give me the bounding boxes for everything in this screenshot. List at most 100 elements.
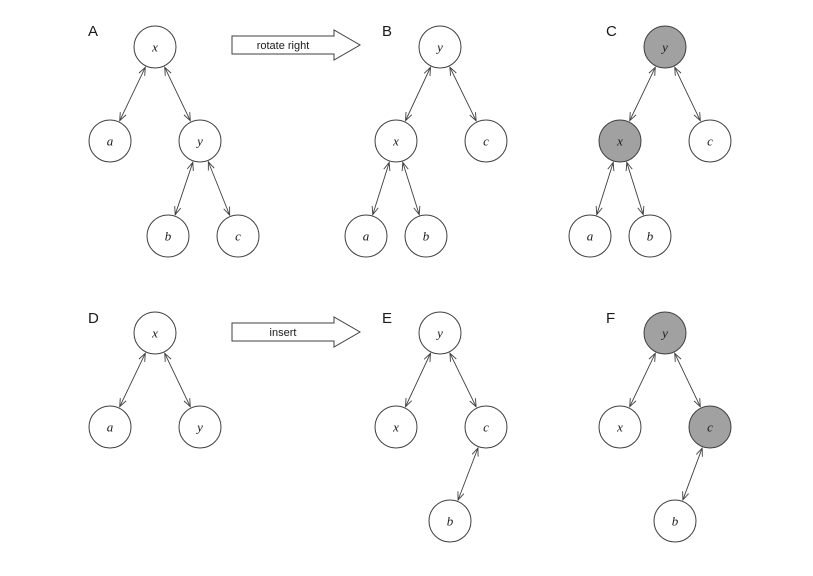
tree-node-A-c [216,214,260,258]
block-arrow-insert: insert [231,316,362,348]
arrowhead-icon [186,161,194,171]
node-label-E-x: x [392,420,399,435]
node-label-D-a: a [107,420,114,435]
arrowhead-icon [174,206,182,216]
edge-line [164,353,191,407]
tree-node-E-y [418,311,462,355]
arrowhead-icon [413,205,421,216]
arrowhead-icon [625,161,633,172]
tree-node-F-c [688,405,732,449]
tree-node-C-b [628,214,672,258]
node-label-A-b: b [165,229,172,244]
tree-node-C-a [568,214,612,258]
panel-label-D: D [88,310,99,327]
arrowhead-icon [119,398,127,408]
node-label-B-y: y [435,40,443,55]
arrowhead-icon [637,205,645,216]
edge-y-c [674,352,701,408]
arrowhead-icon [223,206,231,217]
tree-node-F-b [653,499,697,543]
right-arrow-icon [231,316,362,348]
block-arrow-label: rotate right [257,40,310,52]
edge-y-c [674,66,701,122]
arrowhead-icon [183,398,191,408]
panel-label-F: F [606,310,615,327]
edge-c-b [457,446,479,502]
edge-y-x [629,66,656,122]
tree-node-D-x [133,311,177,355]
node-label-A-x: x [151,40,158,55]
arrowhead-icon [383,161,391,172]
edge-x-a [119,66,146,122]
edge-line [629,67,656,121]
edge-y-c [449,352,477,408]
arrowhead-icon [423,352,431,363]
tree-node-F-x [598,405,642,449]
tree-node-C-x [598,119,642,163]
node-label-D-x: x [151,326,158,341]
edge-line [405,67,431,121]
edge-x-a [119,352,146,408]
node-label-E-y: y [435,326,443,341]
tree-node-A-x [133,25,177,69]
node-label-F-b: b [672,514,679,529]
node-label-B-a: a [363,229,370,244]
panel-label-E: E [382,310,392,327]
node-label-B-b: b [423,229,430,244]
arrowhead-icon [119,112,127,122]
arrowhead-icon [138,66,146,76]
edge-c-b [682,446,703,502]
arrowhead-icon [648,66,656,76]
arrowhead-icon [449,66,457,76]
node-label-F-c: c [707,420,713,435]
tree-node-A-a [88,119,132,163]
tree-node-B-c [464,119,508,163]
edge-y-x [629,352,656,408]
panel-D: Dx a y [88,310,222,449]
edge-line [405,353,431,407]
arrowhead-icon [423,66,431,77]
arrowhead-icon [405,397,413,408]
panel-label-A: A [88,23,98,40]
edge-x-a [595,161,615,216]
arrowhead-icon [696,446,703,457]
edge-line [119,67,146,121]
tree-node-A-b [146,214,190,258]
arrowhead-icon [469,112,477,122]
node-label-D-y: y [195,420,203,435]
node-label-E-b: b [447,514,454,529]
tree-node-C-y [643,25,687,69]
edge-line [629,353,656,407]
arrowhead-icon [629,112,637,122]
node-label-C-x: x [616,134,623,149]
edge-line [457,447,479,501]
arrowhead-icon [595,205,603,216]
tree-node-B-x [374,119,418,163]
edge-x-a [371,161,391,216]
arrowhead-icon [164,66,172,76]
edge-x-y [164,352,191,408]
node-label-A-c: c [235,229,241,244]
edge-x-b [625,161,645,216]
right-arrow-icon [231,29,362,61]
arrowhead-icon [401,161,409,172]
arrowhead-icon [682,491,689,502]
node-label-C-c: c [707,134,713,149]
arrowhead-icon [183,112,191,122]
node-label-C-y: y [660,40,668,55]
edge-line [596,162,614,215]
edge-line [402,162,420,215]
node-label-B-x: x [392,134,399,149]
arrowhead-icon [674,66,682,76]
edge-y-c [449,66,477,122]
tree-node-D-a [88,405,132,449]
edge-y-x [405,352,431,408]
arrowhead-icon [629,398,637,408]
edge-line [449,67,477,121]
edge-line [164,67,191,121]
tree-node-B-a [344,214,388,258]
